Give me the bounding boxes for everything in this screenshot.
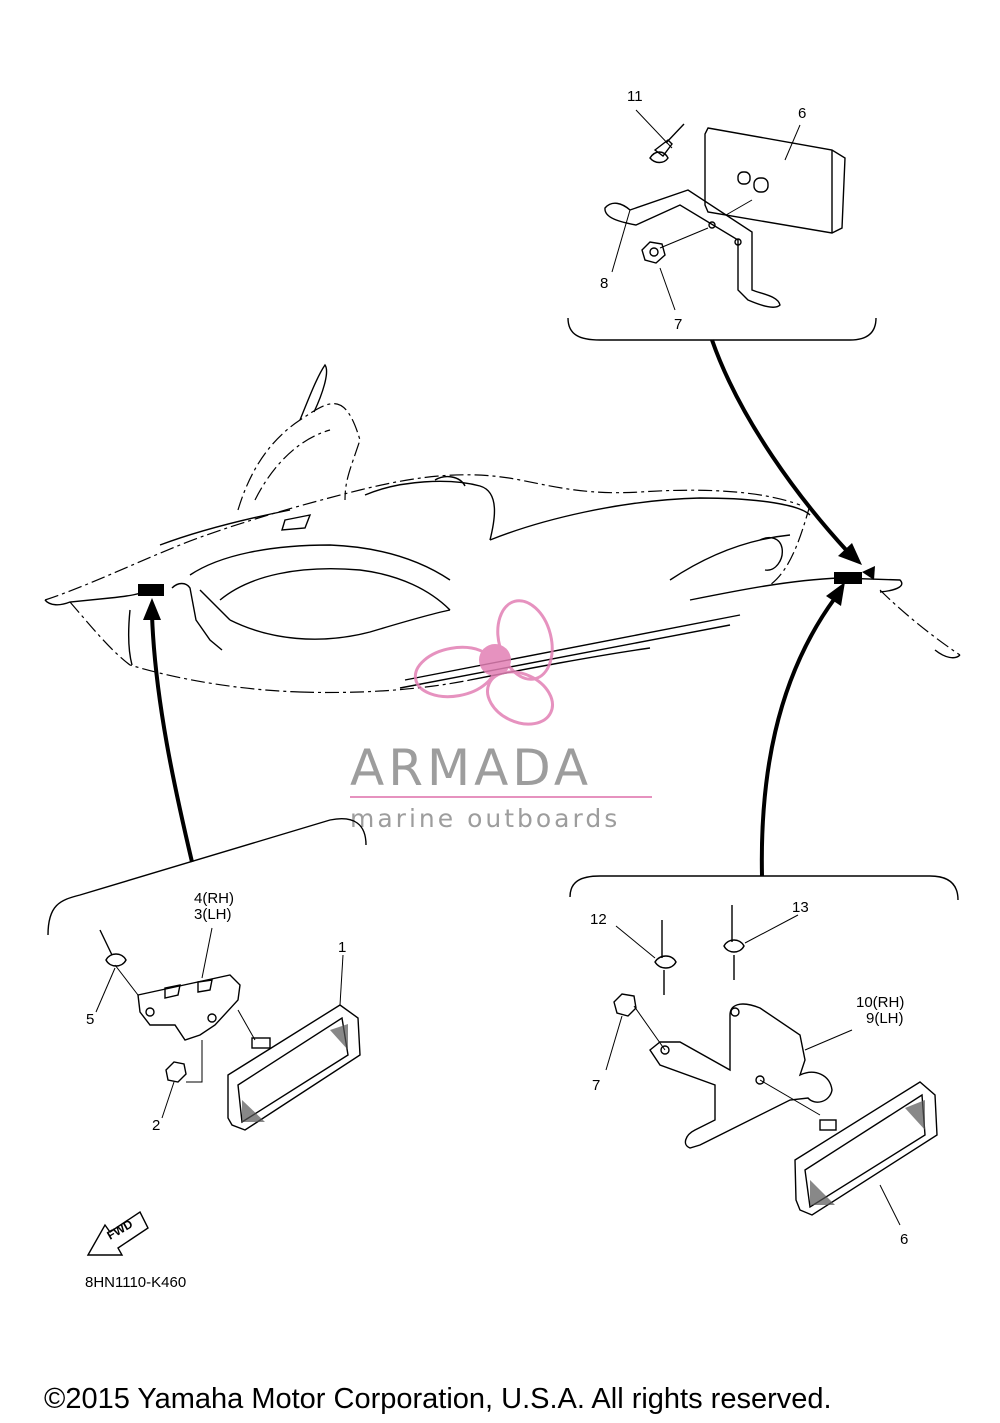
callout-7-top: 7 [674, 316, 682, 333]
watermark-tagline: marine outboards [350, 804, 620, 833]
front-reflector-location-marker [138, 584, 164, 596]
callout-13: 13 [792, 899, 809, 916]
callout-6-bottom: 6 [900, 1231, 908, 1248]
callout-2: 2 [152, 1117, 160, 1134]
front-detail-parts [95, 927, 361, 1131]
watermark-name: ARMADA [350, 739, 592, 797]
detail-frame-rear [569, 875, 959, 901]
rear-reflector-location-marker [834, 572, 862, 584]
callout-labels: 11 6 8 7 4(RH) 3(LH) 1 5 2 12 13 10(RH) … [86, 88, 908, 1248]
armada-watermark: ARMADA marine outboards [350, 599, 652, 833]
detail-frame-front [47, 818, 367, 936]
callout-9-lh: 9(LH) [866, 1010, 904, 1027]
callout-4-rh: 4(RH) [194, 890, 234, 907]
callout-10-rh: 10(RH) [856, 994, 904, 1011]
callout-11: 11 [627, 88, 643, 105]
snowmobile-body [44, 363, 961, 694]
fwd-arrow-icon: FWD [86, 1210, 149, 1256]
callout-12: 12 [590, 911, 607, 928]
callout-6-top: 6 [798, 105, 806, 122]
callout-8: 8 [600, 275, 608, 292]
top-detail-parts [604, 109, 846, 311]
copyright-notice: ©2015 Yamaha Motor Corporation, U.S.A. A… [44, 1383, 832, 1415]
rear-detail-parts [605, 905, 938, 1226]
callout-5: 5 [86, 1011, 94, 1028]
callout-3-lh: 3(LH) [194, 906, 232, 923]
leader-arrows [143, 339, 862, 877]
callout-7-bottom: 7 [592, 1077, 600, 1094]
detail-frame-top [567, 317, 877, 341]
diagram-code: 8HN1110-K460 [85, 1274, 186, 1291]
propeller-logo-icon [413, 599, 554, 726]
callout-1: 1 [338, 939, 346, 956]
